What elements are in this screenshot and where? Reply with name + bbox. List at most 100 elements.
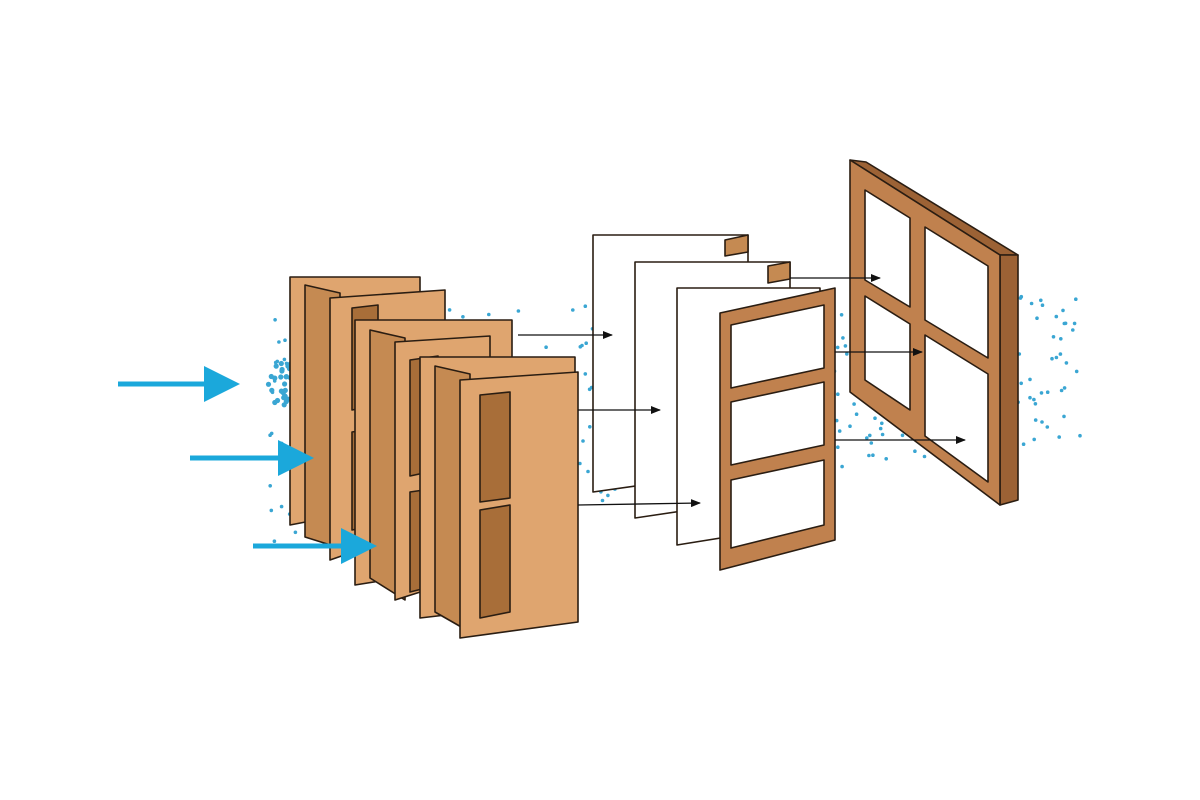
particle-dot-icon [1019,381,1023,386]
particle-dot-icon [544,345,548,350]
particle-dot-icon [265,381,272,387]
particle-dot-icon [835,345,840,350]
panel-window [730,459,825,549]
particle-dot-icon [837,429,842,433]
particle-dot-icon [270,390,275,395]
particle-dot-icon [900,433,905,438]
media-panel-stage [592,234,836,571]
particle-dot-icon [583,372,588,376]
particle-dot-icon [913,449,917,454]
particle-dot-icon [1074,369,1079,374]
particle-dot-icon [581,439,585,443]
particle-dot-icon [1059,388,1064,393]
panel-window [730,304,825,389]
particle-dot-icon [280,390,286,396]
airflow-arrow-icon [190,440,314,476]
particle-dot-icon [1064,361,1069,365]
wooden-frame-stage [849,159,1019,506]
particle-dot-icon [268,484,273,488]
particle-dot-icon [1072,321,1077,326]
particle-dot-icon [578,461,582,466]
particle-dot-icon [571,308,575,312]
particle-dot-icon [1029,301,1034,306]
particle-dot-icon [1078,433,1082,438]
particle-dot-icon [1062,414,1066,419]
particle-dot-icon [865,436,869,440]
particle-dot-icon [1033,418,1038,422]
particle-dot-icon [268,373,274,380]
particle-dot-icon [268,433,272,438]
panel-window [730,381,825,466]
particle-dot-icon [284,361,289,366]
particle-dot-icon [1035,316,1039,321]
particle-dot-icon [869,441,874,445]
particle-dot-icon [1045,425,1050,429]
particle-dot-icon [1040,420,1044,424]
particle-dot-icon [1059,337,1063,341]
pleated-prefilter-stage [289,276,579,639]
airflow-arrow-icon [118,366,240,402]
particle-dot-icon [269,508,274,513]
particle-dot-icon [854,412,859,417]
particle-dot-icon [447,308,452,312]
airflow-arrow-icon [253,528,377,564]
particle-dot-icon [272,539,277,543]
particle-dot-icon [880,421,884,426]
particle-dot-icon [1071,328,1075,332]
particle-dot-icon [1039,391,1044,395]
sheet-edge [767,261,791,284]
particle-dot-icon [606,493,610,498]
particle-dot-icon [1028,395,1032,400]
particle-dot-icon [1057,435,1061,439]
particle-dot-icon [1063,321,1068,326]
particle-dot-icon [584,341,588,346]
particle-dot-icon [843,344,848,348]
particle-dot-icon [1040,303,1045,308]
particle-dot-icon [461,315,465,319]
particle-dot-icon [1054,355,1059,360]
particle-dot-icon [1028,377,1032,382]
particle-dot-icon [277,340,281,344]
particle-dot-icon [840,464,844,469]
internal-flow-arrows [518,274,966,508]
particle-dot-icon [293,530,298,535]
frame-depth [999,254,1019,506]
pleat-front [419,356,579,639]
pleat-inset [479,391,511,503]
particle-dot-icon [841,336,845,340]
particle-dot-icon [880,432,885,437]
particle-dot-icon [586,469,590,474]
frame-pane [924,334,989,483]
pleat-inset [479,504,511,619]
particle-dot-icon [273,318,277,322]
particle-dot-icon [834,418,839,423]
particle-dot-icon [1032,397,1036,402]
particle-dot-icon [1054,314,1059,319]
particle-dot-icon [1061,308,1065,313]
particle-dot-icon [836,445,840,450]
particle-dot-icon [873,416,877,421]
particle-dot-icon [278,374,284,380]
particle-dot-icon [1021,442,1026,447]
particle-dot-icon [1058,352,1063,356]
particle-dot-icon [1033,402,1038,406]
particle-dot-icon [1074,297,1078,302]
particle-dot-icon [1062,386,1067,390]
particle-dot-icon [1039,298,1043,303]
flow-arrow-icon [577,499,701,508]
particle-dot-icon [884,457,888,461]
particle-dot-icon [878,426,883,431]
pleat-panel [459,371,579,639]
particle-dot-icon [836,392,840,397]
particle-dot-icon [922,454,927,459]
particle-dot-icon [279,368,285,374]
particle-dot-icon [1045,390,1050,395]
particle-dot-icon [275,359,280,364]
sheet-edge [724,234,749,257]
particle-dot-icon [282,357,287,362]
particle-dot-icon [868,433,872,438]
particle-dot-icon [867,453,871,458]
particle-dot-icon [580,343,584,348]
incoming-airflow [118,366,377,564]
particle-dot-icon [516,309,521,313]
